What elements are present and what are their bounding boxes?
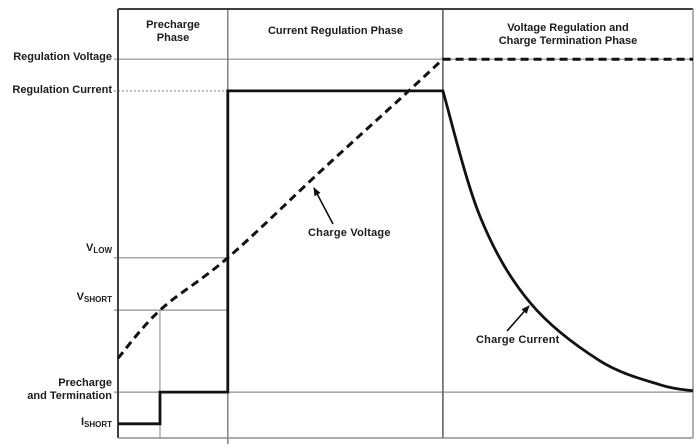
precharge-termination-line: Precharge	[58, 377, 112, 389]
y-label-ishort: ISHORT	[0, 416, 112, 431]
phase-header-current-regulation: Current Regulation Phase	[228, 25, 443, 38]
charge-current-curve	[118, 89, 694, 426]
phase-header-line: Precharge	[146, 19, 200, 31]
phase-header-voltage-regulation: Voltage Regulation and Charge Terminatio…	[443, 22, 693, 48]
phase-header-line: Charge Termination Phase	[498, 35, 638, 47]
annotation-arrows	[313, 187, 530, 332]
charge-voltage-arrow	[313, 187, 334, 225]
precharge-termination-line: and Termination	[27, 390, 112, 402]
vshort-sub: SHORT	[84, 295, 112, 304]
data-curves	[116, 57, 694, 426]
vlow-sub: LOW	[93, 246, 112, 255]
vlow-main: V	[85, 242, 94, 254]
vshort-main: V	[76, 291, 84, 303]
phase-header-line: Current Regulation Phase	[267, 25, 404, 37]
phase-header-line: Voltage Regulation and	[507, 22, 629, 34]
y-label-precharge-termination: Precharge and Termination	[0, 377, 112, 403]
y-label-vshort: VSHORT	[0, 291, 112, 306]
y-label-regulation-voltage: Regulation Voltage	[13, 51, 112, 63]
ishort-sub: SHORT	[84, 420, 112, 429]
charge-voltage-curve	[116, 57, 693, 360]
y-label-vlow: VLOW	[0, 242, 112, 257]
phase-header-line: Phase	[156, 32, 190, 44]
ishort-main: I	[80, 416, 84, 428]
y-label-regulation-current: Regulation Current	[12, 84, 112, 96]
charge-voltage-label: Charge Voltage	[308, 227, 391, 239]
charge-current-arrow	[506, 305, 530, 332]
phase-header-precharge: Precharge Phase	[118, 19, 228, 45]
charge-current-label: Charge Current	[476, 334, 560, 346]
gridlines	[114, 9, 693, 444]
plot-frame	[117, 8, 694, 439]
